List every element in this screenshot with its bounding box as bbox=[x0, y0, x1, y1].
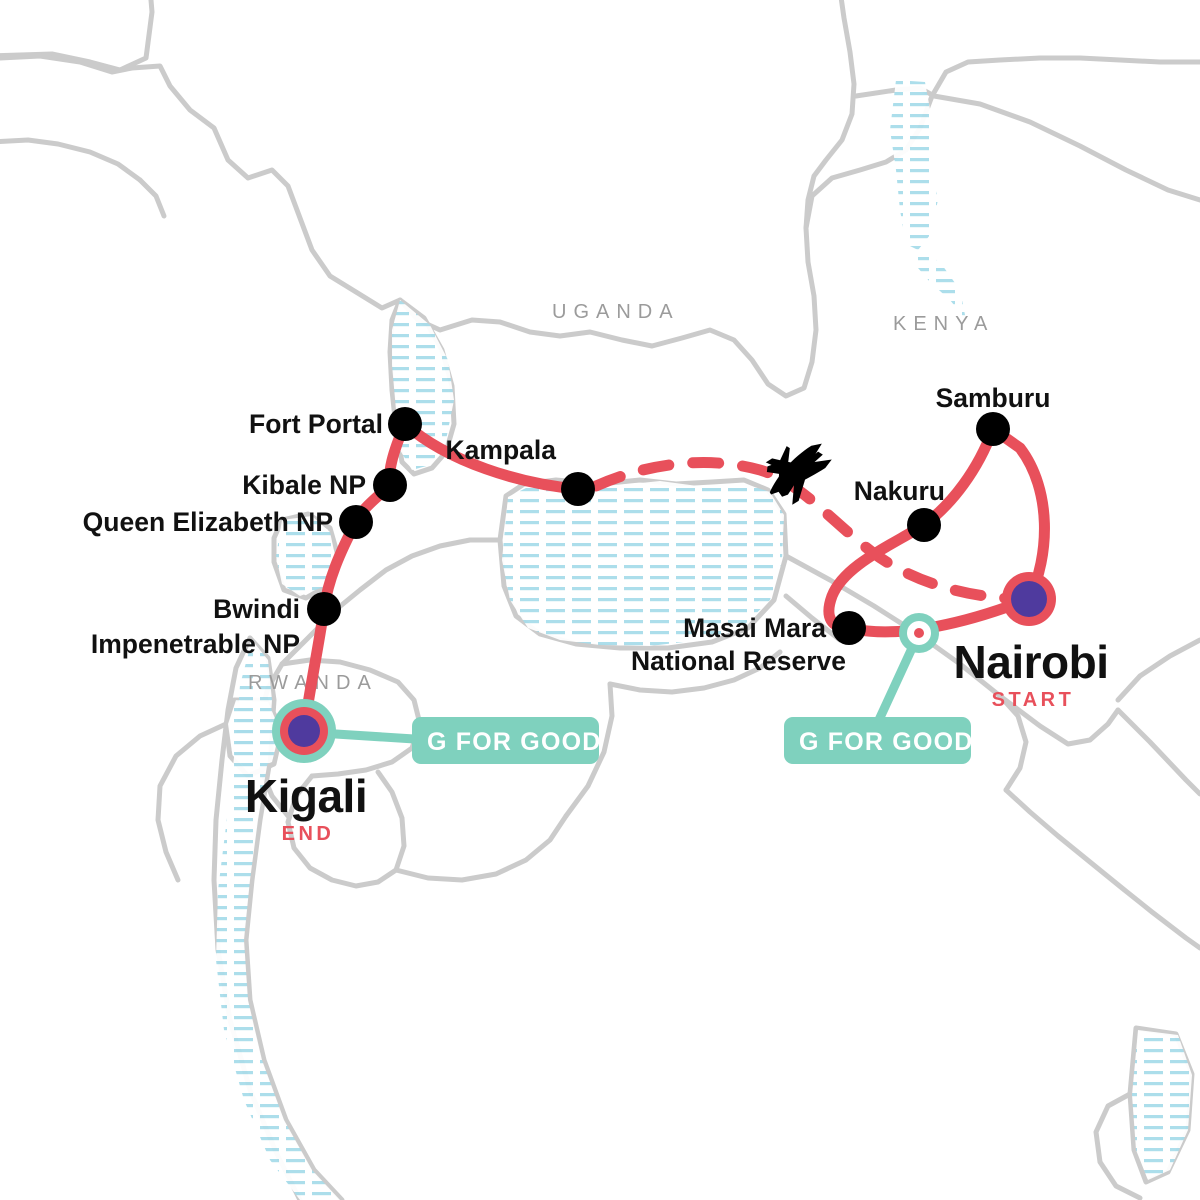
badge-label-kigali: G FOR GOOD bbox=[427, 728, 602, 756]
badge-label-nairobi: G FOR GOOD bbox=[799, 728, 974, 756]
country-label-kenya: KENYA bbox=[893, 313, 994, 335]
stop-dot-fort-portal[interactable] bbox=[388, 407, 422, 441]
badge-g-for-good-kigali[interactable]: G FOR GOOD bbox=[412, 717, 602, 764]
stop-dot-kampala[interactable] bbox=[561, 472, 595, 506]
stop-label-fort-portal: Fort Portal bbox=[249, 409, 383, 439]
airplane-icon bbox=[765, 443, 832, 505]
stop-label-samburu: Samburu bbox=[936, 383, 1051, 413]
g-for-good-route-node[interactable] bbox=[899, 613, 939, 653]
badge-g-for-good-nairobi[interactable]: G FOR GOOD bbox=[784, 717, 974, 764]
route-kampala-fortportal bbox=[399, 418, 584, 495]
route-masaimara-nairobi bbox=[843, 593, 1035, 638]
stop-dot-nakuru[interactable] bbox=[907, 508, 941, 542]
stop-label-kampala: Kampala bbox=[446, 435, 557, 465]
stop-label-queen-elizabeth-np: Queen Elizabeth NP bbox=[83, 507, 333, 537]
terminal-marker-kigali[interactable] bbox=[272, 699, 336, 763]
stop-label-kibale-np: Kibale NP bbox=[242, 470, 366, 500]
stop-label-masai-mara-line2: National Reserve bbox=[631, 646, 846, 676]
country-label-uganda: UGANDA bbox=[552, 301, 680, 323]
stop-dot-bwindi-impenetrable-np[interactable] bbox=[307, 592, 341, 626]
terminal-sublabel-kigali: END bbox=[282, 823, 335, 845]
route-flight-kampala-nairobi bbox=[590, 457, 1026, 605]
country-labels: UGANDA KENYA RWANDA bbox=[248, 301, 994, 694]
stop-label-masai-mara-line1: Masai Mara bbox=[683, 613, 826, 643]
stop-label-bwindi-impenetrable-np-line2: Impenetrable NP bbox=[91, 629, 300, 659]
terminal-sublabel-nairobi: START bbox=[992, 689, 1075, 711]
terminal-label-nairobi: Nairobi bbox=[954, 636, 1109, 688]
stop-dot-samburu[interactable] bbox=[976, 412, 1010, 446]
terminal-label-kigali: Kigali bbox=[245, 770, 367, 822]
stop-label-bwindi-impenetrable-np-line1: Bwindi bbox=[213, 594, 300, 624]
stop-dot-queen-elizabeth-np[interactable] bbox=[339, 505, 373, 539]
stop-dots bbox=[307, 407, 1010, 645]
stop-dot-masai-mara[interactable] bbox=[832, 611, 866, 645]
stop-dot-kibale-np[interactable] bbox=[373, 468, 407, 502]
good-connector-kigali bbox=[315, 728, 435, 745]
stop-label-nakuru: Nakuru bbox=[854, 476, 945, 506]
terminal-marker-nairobi[interactable] bbox=[1002, 572, 1056, 626]
route-flight bbox=[590, 457, 1026, 605]
stop-labels: Fort Portal Kibale NP Queen Elizabeth NP… bbox=[83, 383, 1051, 676]
terminal-labels: Nairobi START Kigali END bbox=[245, 636, 1109, 845]
